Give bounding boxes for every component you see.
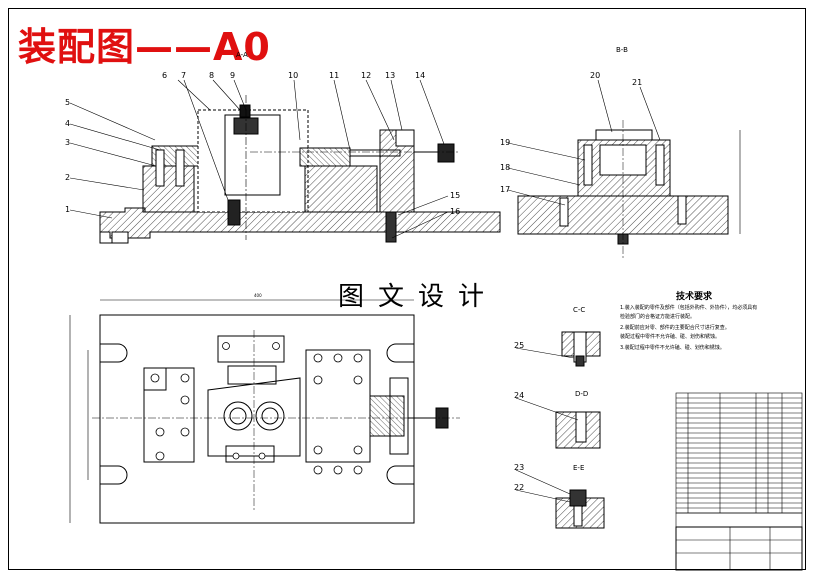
front-view-leaders <box>69 79 449 239</box>
part-number-10: 10 <box>288 71 298 80</box>
part-number-17: 17 <box>500 185 510 194</box>
part-number-18: 18 <box>500 163 510 172</box>
side-view-part-numbers: 19 18 17 20 21 <box>500 71 642 194</box>
part-number-6: 6 <box>162 71 167 80</box>
side-section-view: B-B <box>517 46 741 258</box>
part-number-21: 21 <box>632 78 642 87</box>
section-label-aa: A-A <box>236 51 248 59</box>
part-number-7: 7 <box>181 71 186 80</box>
dimension-width: 400 <box>254 293 262 298</box>
part-number-8: 8 <box>209 71 214 80</box>
part-number-4: 4 <box>65 119 70 128</box>
tech-requirement-2b: 装配过程中零件不允许磕、碰、划伤和锈蚀。 <box>620 334 721 340</box>
tech-requirement-1: 1.装入装配的零件及部件（包括外购件、外协件），均必须具有 <box>620 305 758 311</box>
part-number-22: 22 <box>514 483 524 492</box>
part-number-24: 24 <box>514 391 524 400</box>
detail-section-cc: C-C 25 <box>514 306 601 367</box>
part-number-20: 20 <box>590 71 600 80</box>
part-number-16: 16 <box>450 207 460 216</box>
part-number-3: 3 <box>65 138 70 147</box>
part-number-1: 1 <box>65 205 70 214</box>
tech-requirements-title: 技术要求 <box>676 292 713 302</box>
detail-section-dd: D-D 24 <box>514 390 601 449</box>
part-number-15: 15 <box>450 191 460 200</box>
part-number-23: 23 <box>514 463 524 472</box>
front-section-view: A-A <box>99 51 501 244</box>
section-label-dd: D-D <box>575 390 588 398</box>
center-title: 图文设计 <box>338 282 499 312</box>
section-label-bb: B-B <box>616 46 628 54</box>
front-view-part-numbers: 5 4 3 2 1 6 7 8 9 10 11 12 13 14 15 16 <box>65 71 460 216</box>
top-view-bolts <box>150 342 363 475</box>
side-view-leaders <box>507 79 661 206</box>
parts-list-table <box>675 392 803 571</box>
top-view: 400 <box>69 293 460 524</box>
part-number-12: 12 <box>361 71 371 80</box>
part-number-14: 14 <box>415 71 425 80</box>
part-number-19: 19 <box>500 138 510 147</box>
drawing-frame <box>8 8 806 570</box>
part-number-2: 2 <box>65 173 70 182</box>
part-number-25: 25 <box>514 341 524 350</box>
part-number-13: 13 <box>385 71 395 80</box>
detail-section-ee: E-E 23 22 <box>514 463 605 529</box>
tech-requirement-3: 3.装配过程中零件不允许磕、碰、划伤和锈蚀。 <box>620 345 725 351</box>
part-number-5: 5 <box>65 98 70 107</box>
sheet-title: 装配图——A0 <box>18 25 271 69</box>
tech-requirement-1b: 检验部门的合格证方能进行装配。 <box>620 314 696 320</box>
tech-requirement-2: 2.装配前应对零、部件的主要配合尺寸进行复查。 <box>620 325 730 331</box>
section-label-ee: E-E <box>573 464 584 472</box>
section-label-cc: C-C <box>573 306 585 314</box>
part-number-11: 11 <box>329 71 339 80</box>
part-number-9: 9 <box>230 71 235 80</box>
